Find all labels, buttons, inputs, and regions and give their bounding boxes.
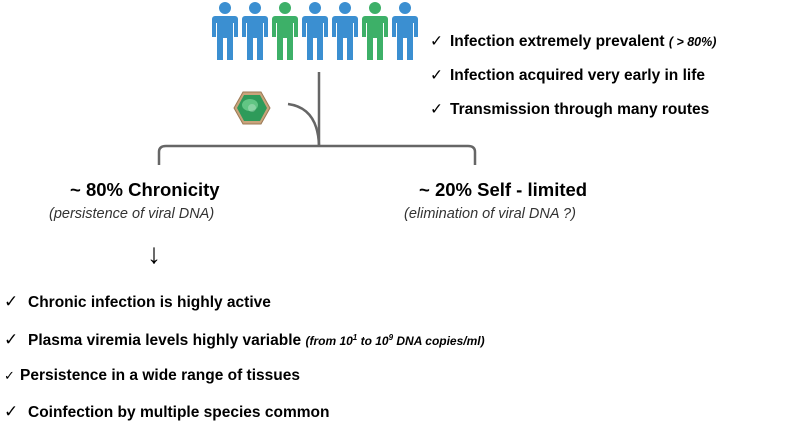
top-list-item: ✓Transmission through many routes [430,101,710,118]
branch-left-title: ~ 80% Chronicity [70,179,220,200]
people-group [212,2,418,60]
branch-left-subtitle: (persistence of viral DNA) [49,206,215,222]
virus-icon [233,91,271,125]
person-icon [302,2,328,60]
person-icon [362,2,388,60]
check-icon: ✓ [4,368,15,383]
person-icon [392,2,418,60]
virus-entry-curve [287,102,321,147]
person-icon [212,2,238,60]
check-icon: ✓ [430,33,443,50]
top-list-item: ✓Infection extremely prevalent ( > 80%) [430,33,717,50]
bottom-list-item: ✓Persistence in a wide range of tissues [4,367,300,384]
person-icon [272,2,298,60]
branch-right-subtitle: (elimination of viral DNA ?) [404,206,576,222]
check-icon: ✓ [430,67,443,84]
bottom-list-item: ✓Chronic infection is highly active [4,292,271,311]
check-icon: ✓ [4,402,19,421]
check-icon: ✓ [430,101,443,118]
check-icon: ✓ [4,330,19,349]
person-icon [332,2,358,60]
check-icon: ✓ [4,292,19,311]
top-list-item: ✓Infection acquired very early in life [430,67,705,84]
viremia-range-note: (from 101 to 109 DNA copies/ml) [305,333,485,349]
person-icon [242,2,268,60]
bottom-list-item: ✓Plasma viremia levels highly variable (… [4,330,485,349]
branch-right-title: ~ 20% Self - limited [419,179,588,200]
down-arrow-icon: ↓ [147,238,161,269]
bottom-list-item: ✓Coinfection by multiple species common [4,402,330,421]
branch-bracket [157,144,477,165]
